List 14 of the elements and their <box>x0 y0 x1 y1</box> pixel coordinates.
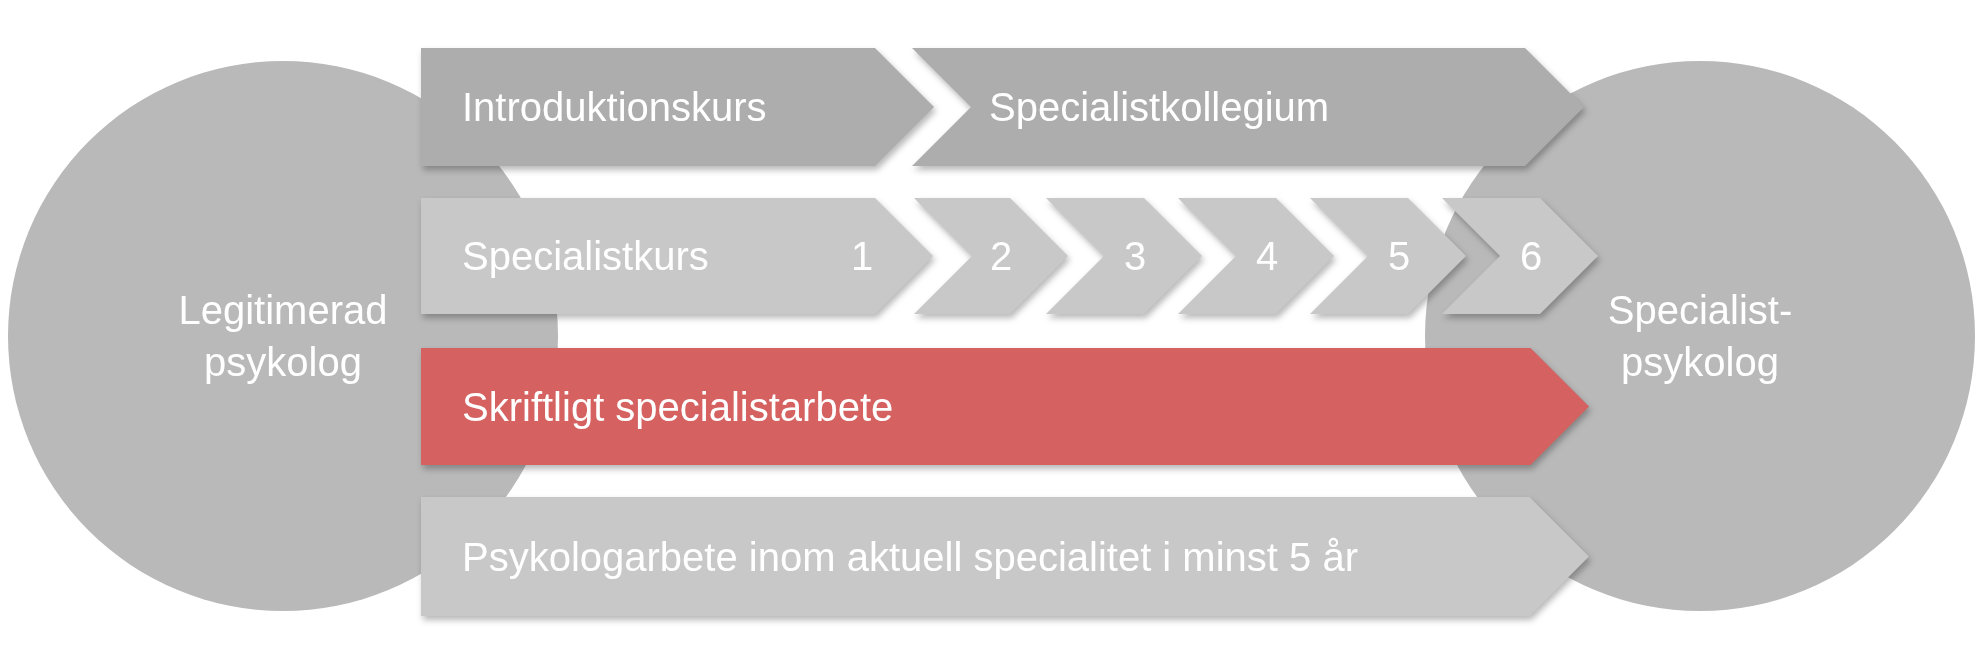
chevron-band <box>421 497 1589 616</box>
chevron-band <box>421 48 934 166</box>
step-label: Specialistkollegium <box>989 84 1330 131</box>
stage-label: Legitimerad psykolog <box>178 287 388 386</box>
chevron-band <box>1310 198 1466 314</box>
chevron-band <box>421 348 1589 465</box>
chevron-band <box>1046 198 1202 314</box>
stage-label: Specialist- psykolog <box>1607 287 1793 386</box>
step-label: Skriftligt specialistarbete <box>462 383 894 431</box>
stage-circle <box>1425 61 1975 611</box>
chevron-band <box>914 198 1068 314</box>
chevron-band <box>912 48 1584 166</box>
step-label: Introduktionskurs <box>462 84 767 131</box>
chevron-band <box>1178 198 1334 314</box>
